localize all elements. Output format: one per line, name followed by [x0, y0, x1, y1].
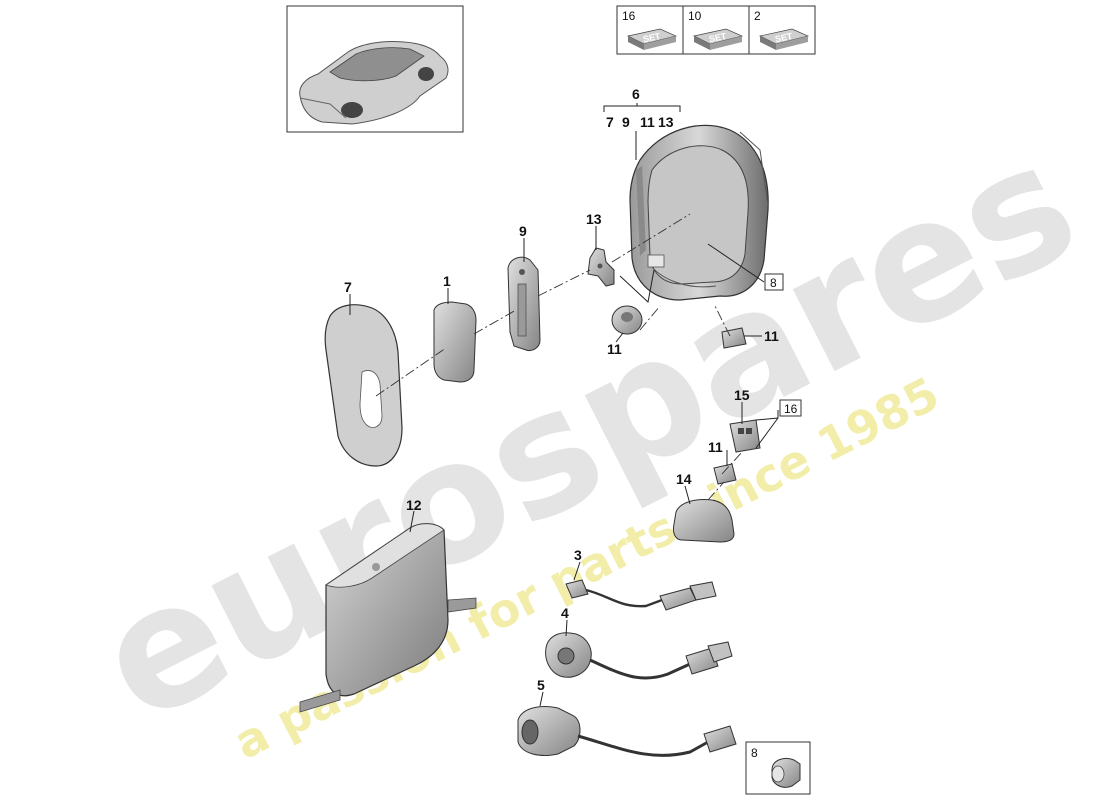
flap-part-1 [433, 301, 477, 383]
callout-13: 13 [586, 211, 602, 227]
leader-lines [349, 226, 779, 707]
callout-9: 9 [519, 223, 527, 239]
grommet-part-11 [611, 305, 643, 335]
callout-15: 15 [734, 387, 750, 403]
cable-part-5 [517, 706, 737, 757]
set-package-icon: SET [692, 28, 744, 50]
callout-16: 16 [784, 402, 798, 416]
callout-12: 12 [406, 497, 422, 513]
callout-3: 3 [574, 547, 582, 563]
cable-part-3 [565, 579, 717, 611]
callout-7: 7 [344, 279, 352, 295]
grommet-part-11 [721, 327, 747, 349]
set-tag: SET [708, 31, 728, 45]
callout-1: 1 [443, 273, 451, 289]
callout-6-sub: 13 [658, 114, 674, 130]
set-tag: SET [642, 31, 662, 45]
actuator-part-9 [507, 256, 541, 351]
sensor-part-15 [729, 419, 761, 453]
group-label-6: 6 7 9 11 13 [603, 86, 681, 160]
callout-6-sub: 7 [606, 114, 614, 130]
assembly-lines [375, 213, 743, 501]
set-cell: 10 SET [688, 9, 744, 50]
callout-16-box: 16 [779, 399, 802, 417]
set-package-icon: SET [758, 28, 810, 50]
set-count: 2 [754, 9, 761, 23]
callout-11: 11 [607, 341, 622, 357]
car-icon [299, 41, 449, 125]
cover-part-14 [673, 499, 735, 543]
callout-6: 6 [632, 86, 640, 102]
inset-number: 8 [751, 746, 758, 760]
callout-5: 5 [537, 677, 545, 693]
callout-8: 8 [770, 276, 777, 290]
callout-11: 11 [708, 439, 723, 455]
callout-4: 4 [561, 605, 569, 621]
set-count: 10 [688, 9, 702, 23]
set-tag: SET [774, 31, 794, 45]
callout-14: 14 [676, 471, 692, 487]
callout-6-sub: 9 [622, 114, 630, 130]
car-thumbnail [286, 5, 464, 133]
callout-8-box: 8 [764, 273, 784, 291]
bracket-part-13 [587, 247, 615, 287]
plug-part-8 [771, 757, 801, 788]
set-count: 16 [622, 9, 636, 23]
set-cell: 2 SET [754, 9, 810, 50]
cable-part-4 [545, 632, 733, 680]
grommet-part-11 [713, 463, 737, 485]
control-unit-part-12 [299, 523, 477, 713]
charging-housing-part [629, 124, 769, 301]
set-box: 16 SET 10 SET 2 SET [616, 5, 816, 55]
callout-11: 11 [764, 328, 779, 344]
callout-6-sub: 11 [640, 114, 655, 130]
detail-inset-8: 8 [745, 741, 811, 795]
seal-part-7 [324, 304, 403, 467]
set-package-icon: SET [626, 28, 678, 50]
set-cell: 16 SET [622, 9, 678, 50]
